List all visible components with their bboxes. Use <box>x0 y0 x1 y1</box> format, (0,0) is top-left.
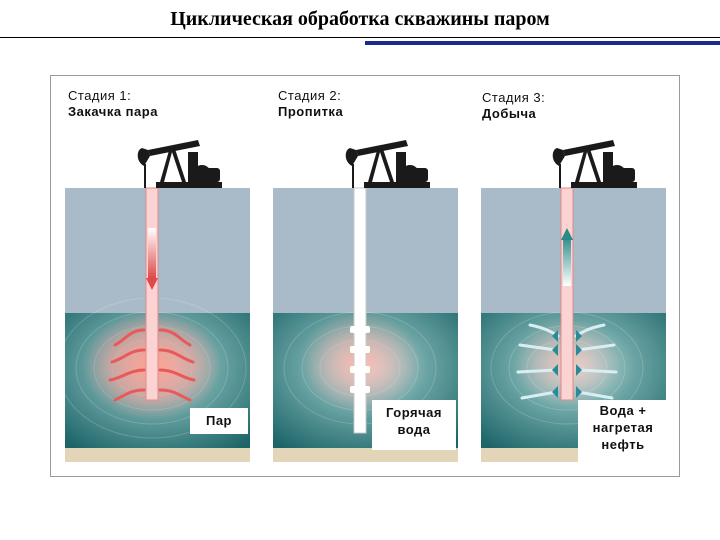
stage-2-callout: Горячая вода <box>372 400 456 450</box>
stage-2-label: Стадия 2: Пропитка <box>278 88 343 120</box>
steam-arrows-left <box>108 328 146 402</box>
stage-3-panel <box>481 140 666 462</box>
stage-1-label: Стадия 1: Закачка пара <box>68 88 158 120</box>
callout-line: Горячая <box>386 405 442 420</box>
callout-line: вода <box>397 422 431 437</box>
stage-1-number: Стадия 1: <box>68 88 132 103</box>
wellbore <box>560 187 574 401</box>
ground-layer <box>65 448 250 462</box>
stage-2-number: Стадия 2: <box>278 88 342 103</box>
wellbore <box>353 187 367 434</box>
stage-2-name: Пропитка <box>278 104 344 119</box>
inflow-arrows <box>516 323 618 400</box>
stage-3-number: Стадия 3: <box>482 90 546 105</box>
callout-line: нагретая <box>592 420 654 435</box>
perforations <box>350 326 370 393</box>
callout-line: нефть <box>601 437 645 452</box>
steam-arrows-right <box>158 328 196 402</box>
pumpjack-icon <box>345 140 430 188</box>
stage-3-name: Добыча <box>482 106 537 121</box>
steam-arrow-icon <box>146 278 158 290</box>
flow-arrow-icon <box>561 228 573 240</box>
callout-line: Вода + <box>599 403 647 418</box>
stage-1-name: Закачка пара <box>68 104 158 119</box>
callout-line: Пар <box>205 413 232 428</box>
stage-3-label: Стадия 3: Добыча <box>482 90 545 122</box>
title-accent-bar <box>365 41 720 45</box>
stage-3-callout: Вода + нагретая нефть <box>578 400 668 462</box>
ground-layer <box>273 448 458 462</box>
wellbore <box>145 187 159 401</box>
pumpjack-icon <box>137 140 222 188</box>
title-divider <box>0 37 720 38</box>
stage-1-callout: Пар <box>190 408 248 434</box>
page-title: Циклическая обработка скважины паром <box>170 8 550 30</box>
oil-up-arrow <box>563 236 571 286</box>
steam-down-arrow-icon <box>148 228 156 278</box>
pumpjack-icon <box>552 140 637 188</box>
inflow-arrowheads <box>552 330 582 398</box>
